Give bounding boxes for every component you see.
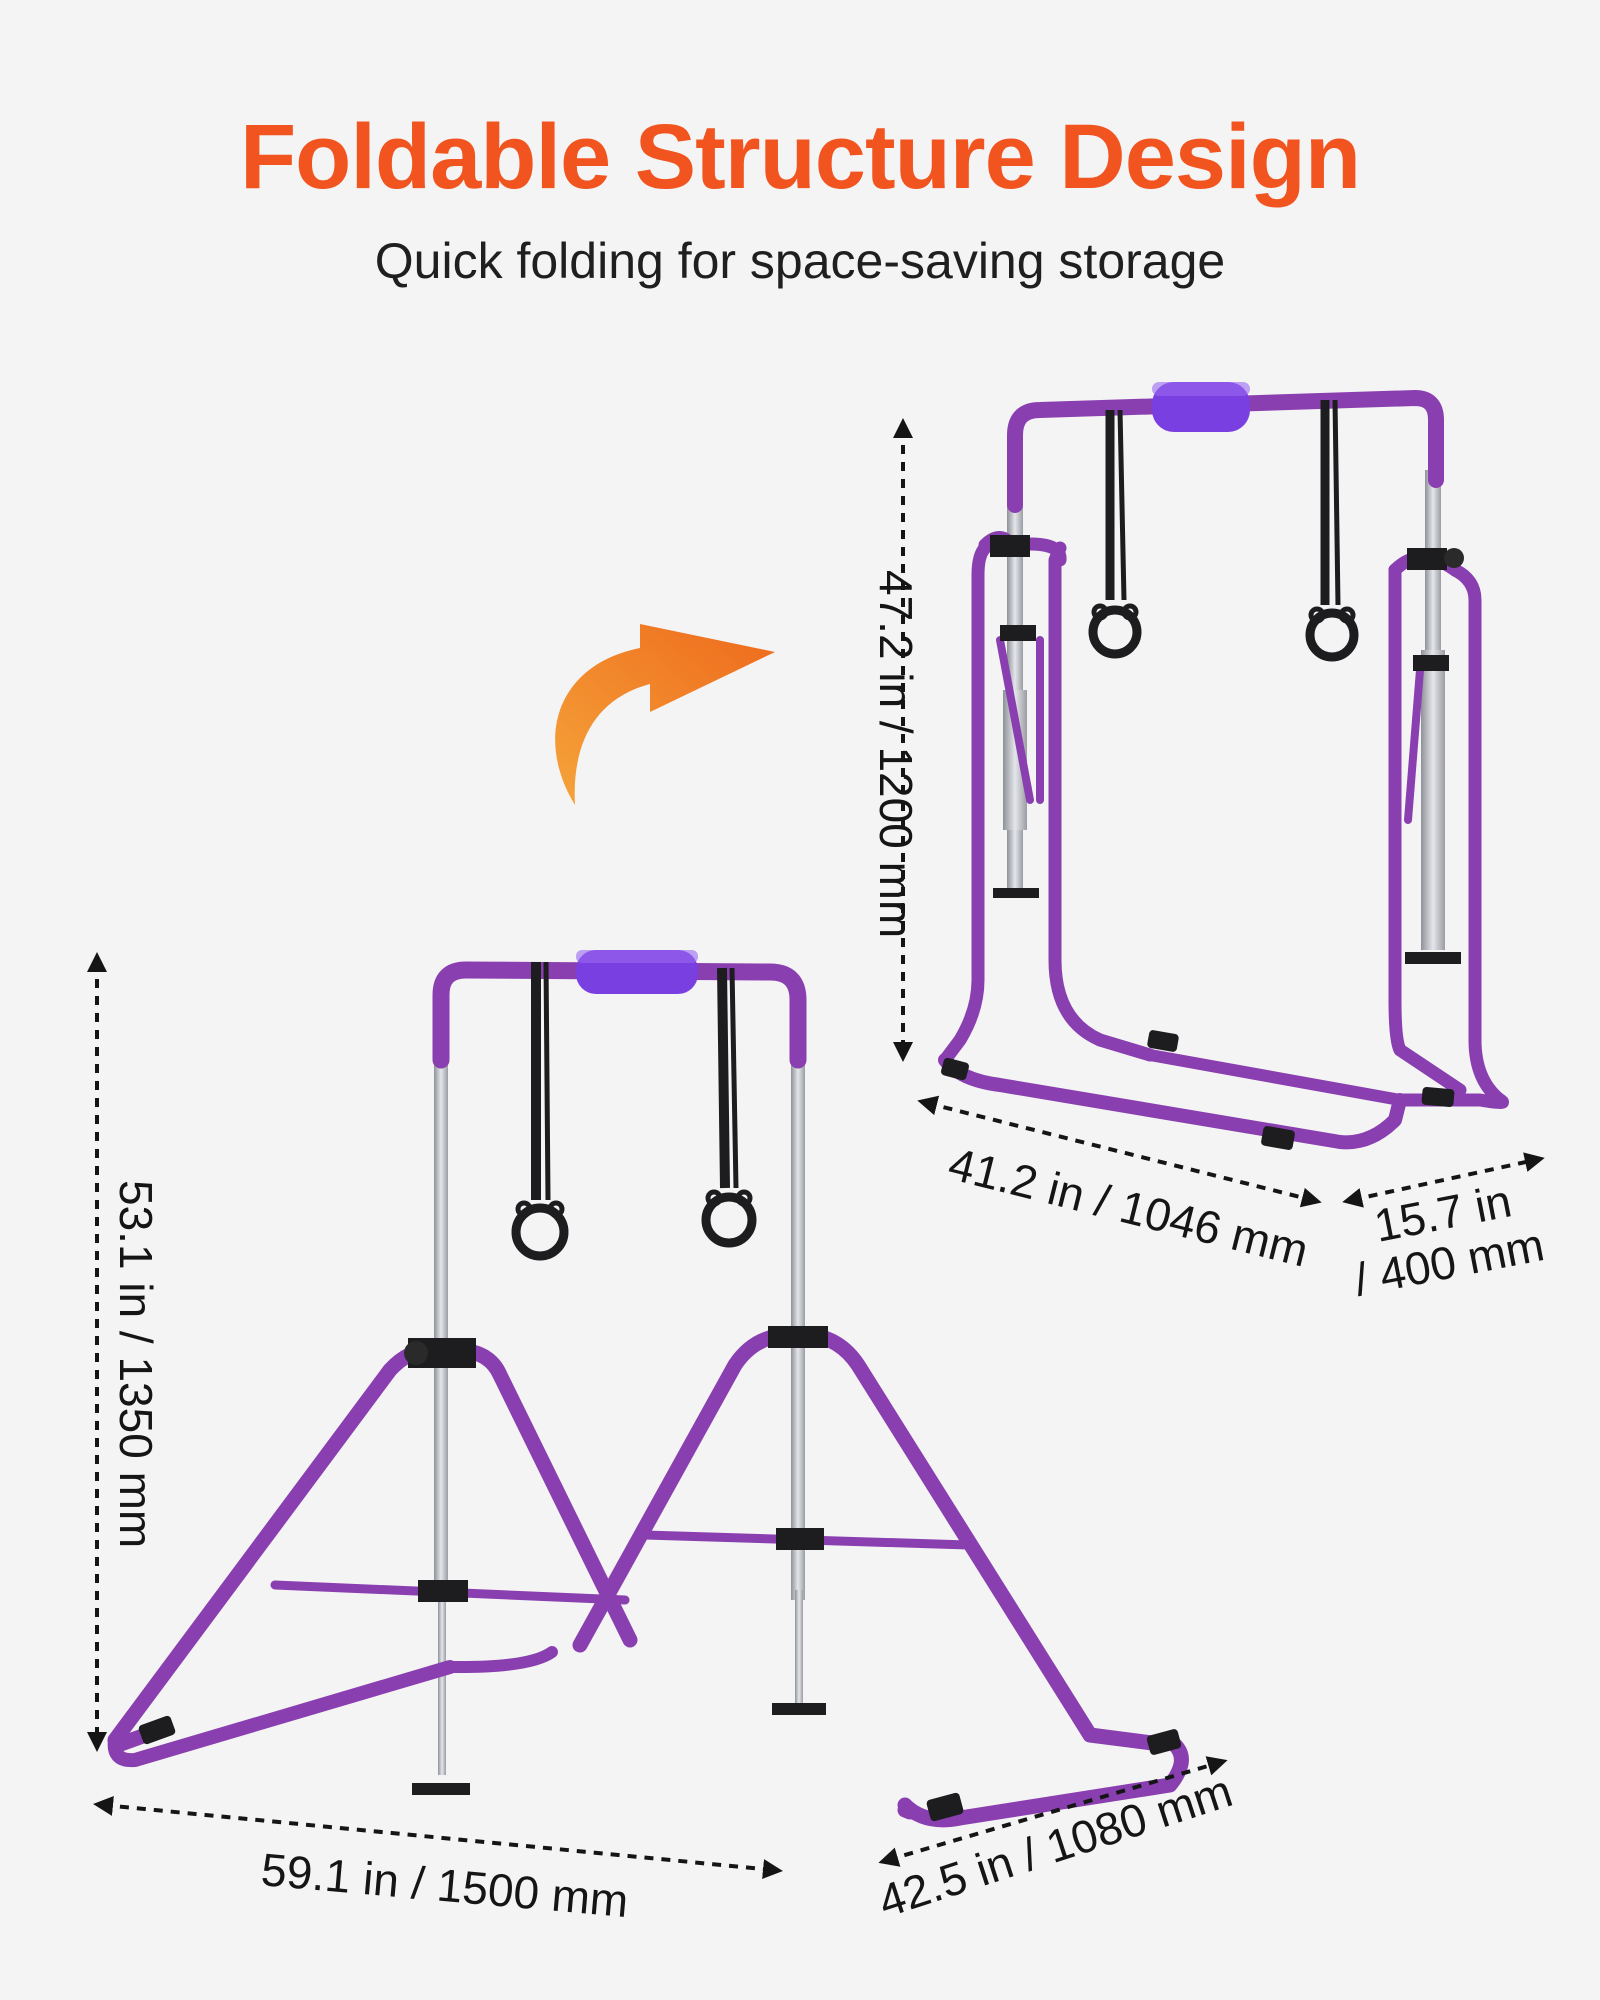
unfolded-foam-pad: [576, 950, 698, 994]
fold-arrow-icon: [555, 624, 775, 805]
folded-bar-frame: [938, 390, 1509, 1150]
unfolded-width-label: 59.1 in / 1500 mm: [259, 1843, 630, 1927]
folded-height-label: 47.2 in / 1200 mm: [870, 570, 922, 938]
unfolded-pole-right: [772, 1040, 826, 1715]
page-title: Foldable Structure Design: [239, 106, 1361, 208]
unfolded-bar-frame: [107, 961, 1189, 1828]
unfolded-depth-label: 42.5 in / 1080 mm: [872, 1764, 1238, 1927]
folded-gym-rings: [1088, 399, 1359, 662]
unfolded-dimensions: [87, 952, 1228, 1879]
folded-width-label: 41.2 in / 1046 mm: [944, 1137, 1314, 1277]
unfolded-gym-rings: [511, 961, 757, 1261]
page-subtitle: Quick folding for space-saving storage: [374, 233, 1226, 289]
folded-pole-right: [1405, 470, 1461, 964]
unfolded-pole-left: [412, 1040, 470, 1795]
folded-foam-pad: [1152, 382, 1250, 432]
folded-dimensions: [893, 418, 1545, 1208]
unfolded-height-label: 53.1 in / 1350 mm: [110, 1180, 162, 1548]
